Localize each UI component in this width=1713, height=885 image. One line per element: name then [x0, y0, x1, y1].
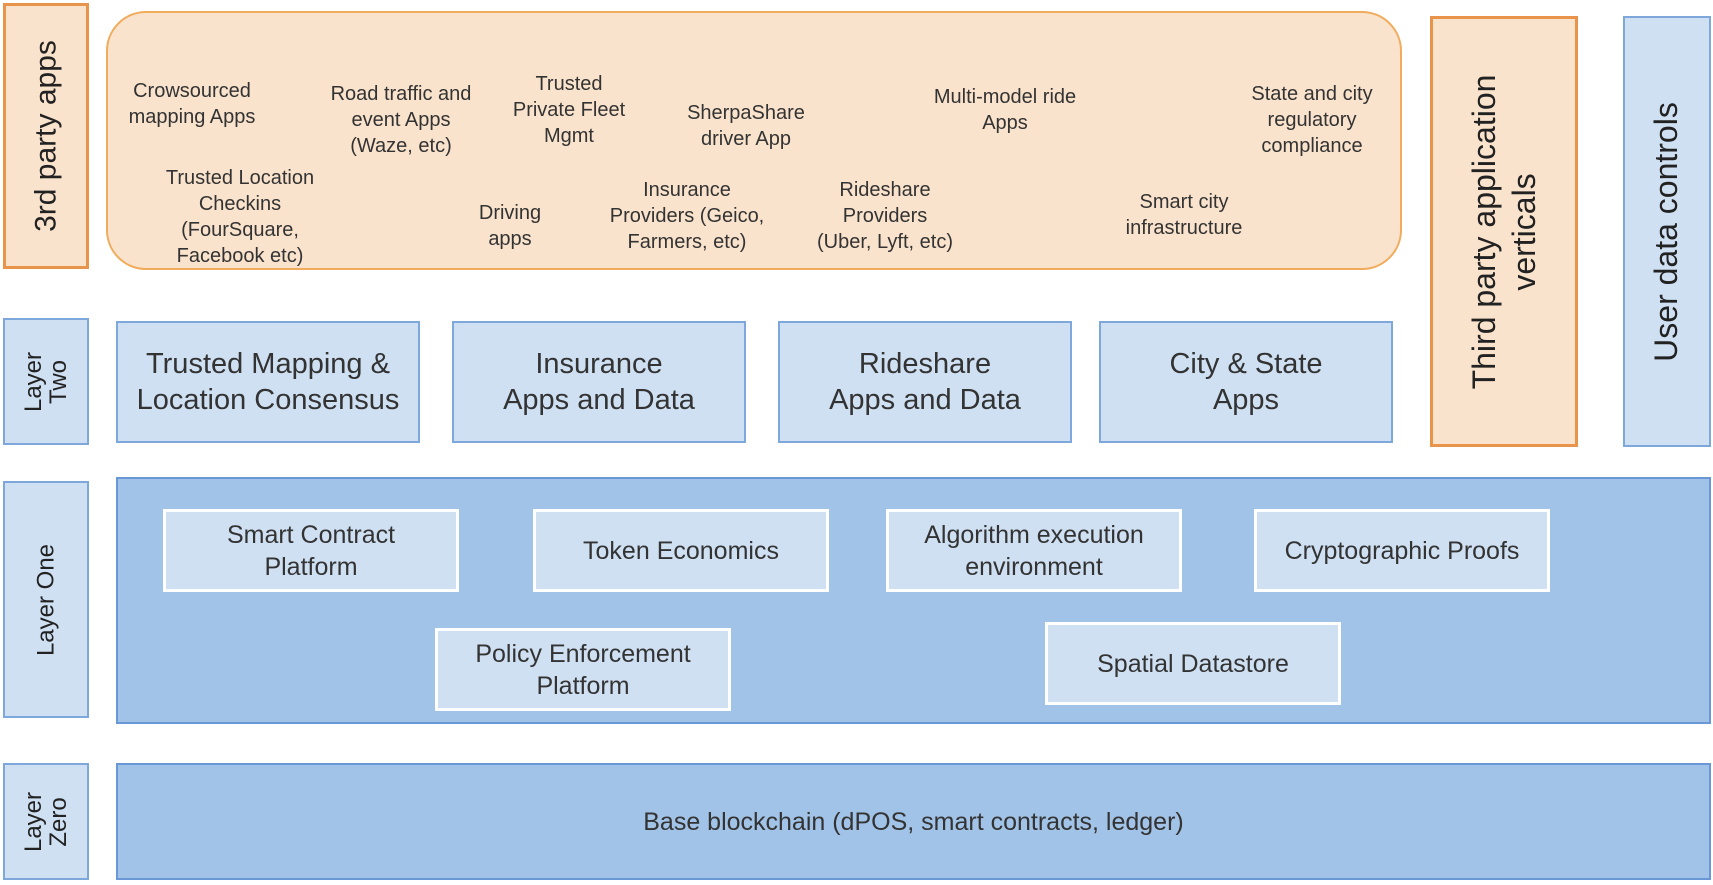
- app-road-traffic: Road traffic and event Apps (Waze, etc): [330, 83, 472, 157]
- app-insurance-providers: Insurance Providers (Geico, Farmers, etc…: [609, 179, 765, 253]
- layer-one-box-cryptographic-text: Cryptographic Proofs: [1284, 536, 1520, 565]
- layer-one-box-algorithm-text: Algorithm execution environment: [924, 520, 1144, 581]
- layer-two-box-insurance: Insurance Apps and Data: [452, 321, 746, 443]
- layer-one-box-policy: Policy Enforcement Platform: [435, 628, 731, 711]
- layer-zero-panel: Base blockchain (dPOS, smart contracts, …: [116, 763, 1711, 880]
- app-multi-model: Multi-model ride Apps: [933, 86, 1077, 134]
- layer-label-two-text: Layer Two: [19, 351, 72, 412]
- app-sherpashare: SherpaShare driver App: [687, 102, 805, 150]
- app-crowsourced-mapping: Crowsourced mapping Apps: [128, 80, 256, 128]
- app-location-checkins: Trusted Location Checkins (FourSquare, F…: [165, 167, 315, 267]
- third-party-verticals-panel: Third party application verticals: [1430, 16, 1578, 447]
- app-driving: Driving apps: [478, 202, 542, 250]
- app-smart-city: Smart city infrastructure: [1125, 191, 1243, 239]
- layer-label-one: Layer One: [3, 481, 89, 718]
- user-data-controls-text: User data controls: [1648, 101, 1685, 362]
- layer-label-third-party: 3rd party apps: [3, 3, 89, 269]
- app-private-fleet: Trusted Private Fleet Mgmt: [512, 73, 626, 147]
- layer-two-box-mapping-text: Trusted Mapping & Location Consensus: [136, 348, 400, 416]
- layer-label-zero: Layer Zero: [3, 763, 89, 880]
- layer-two-box-rideshare-text: Rideshare Apps and Data: [829, 348, 1021, 416]
- layer-two-box-insurance-text: Insurance Apps and Data: [503, 348, 695, 416]
- layer-label-one-text: Layer One: [32, 543, 60, 656]
- layer-zero-text: Base blockchain (dPOS, smart contracts, …: [643, 807, 1184, 836]
- third-party-verticals-text: Third party application verticals: [1466, 74, 1542, 389]
- user-data-controls-panel: User data controls: [1623, 16, 1711, 447]
- layer-one-box-spatial-text: Spatial Datastore: [1097, 649, 1289, 678]
- app-state-city: State and city regulatory compliance: [1251, 83, 1373, 157]
- layer-label-third-party-text: 3rd party apps: [29, 40, 63, 232]
- layer-label-two: Layer Two: [3, 318, 89, 445]
- layer-two-box-city-state: City & State Apps: [1099, 321, 1393, 443]
- layer-one-box-smart-contract: Smart Contract Platform: [163, 509, 459, 592]
- layer-label-zero-text: Layer Zero: [19, 791, 72, 852]
- layer-two-box-mapping: Trusted Mapping & Location Consensus: [116, 321, 420, 443]
- layer-one-box-spatial: Spatial Datastore: [1045, 622, 1341, 705]
- layer-one-box-token-economics: Token Economics: [533, 509, 829, 592]
- layer-one-box-token-economics-text: Token Economics: [583, 536, 779, 565]
- layer-one-box-smart-contract-text: Smart Contract Platform: [226, 520, 396, 581]
- layer-one-box-algorithm: Algorithm execution environment: [886, 509, 1182, 592]
- layer-one-box-policy-text: Policy Enforcement Platform: [475, 639, 691, 700]
- layer-two-box-city-state-text: City & State Apps: [1169, 348, 1323, 416]
- app-rideshare-providers: Rideshare Providers (Uber, Lyft, etc): [817, 179, 953, 253]
- third-party-apps-panel: [106, 11, 1402, 270]
- layer-one-box-cryptographic: Cryptographic Proofs: [1254, 509, 1550, 592]
- layer-two-box-rideshare: Rideshare Apps and Data: [778, 321, 1072, 443]
